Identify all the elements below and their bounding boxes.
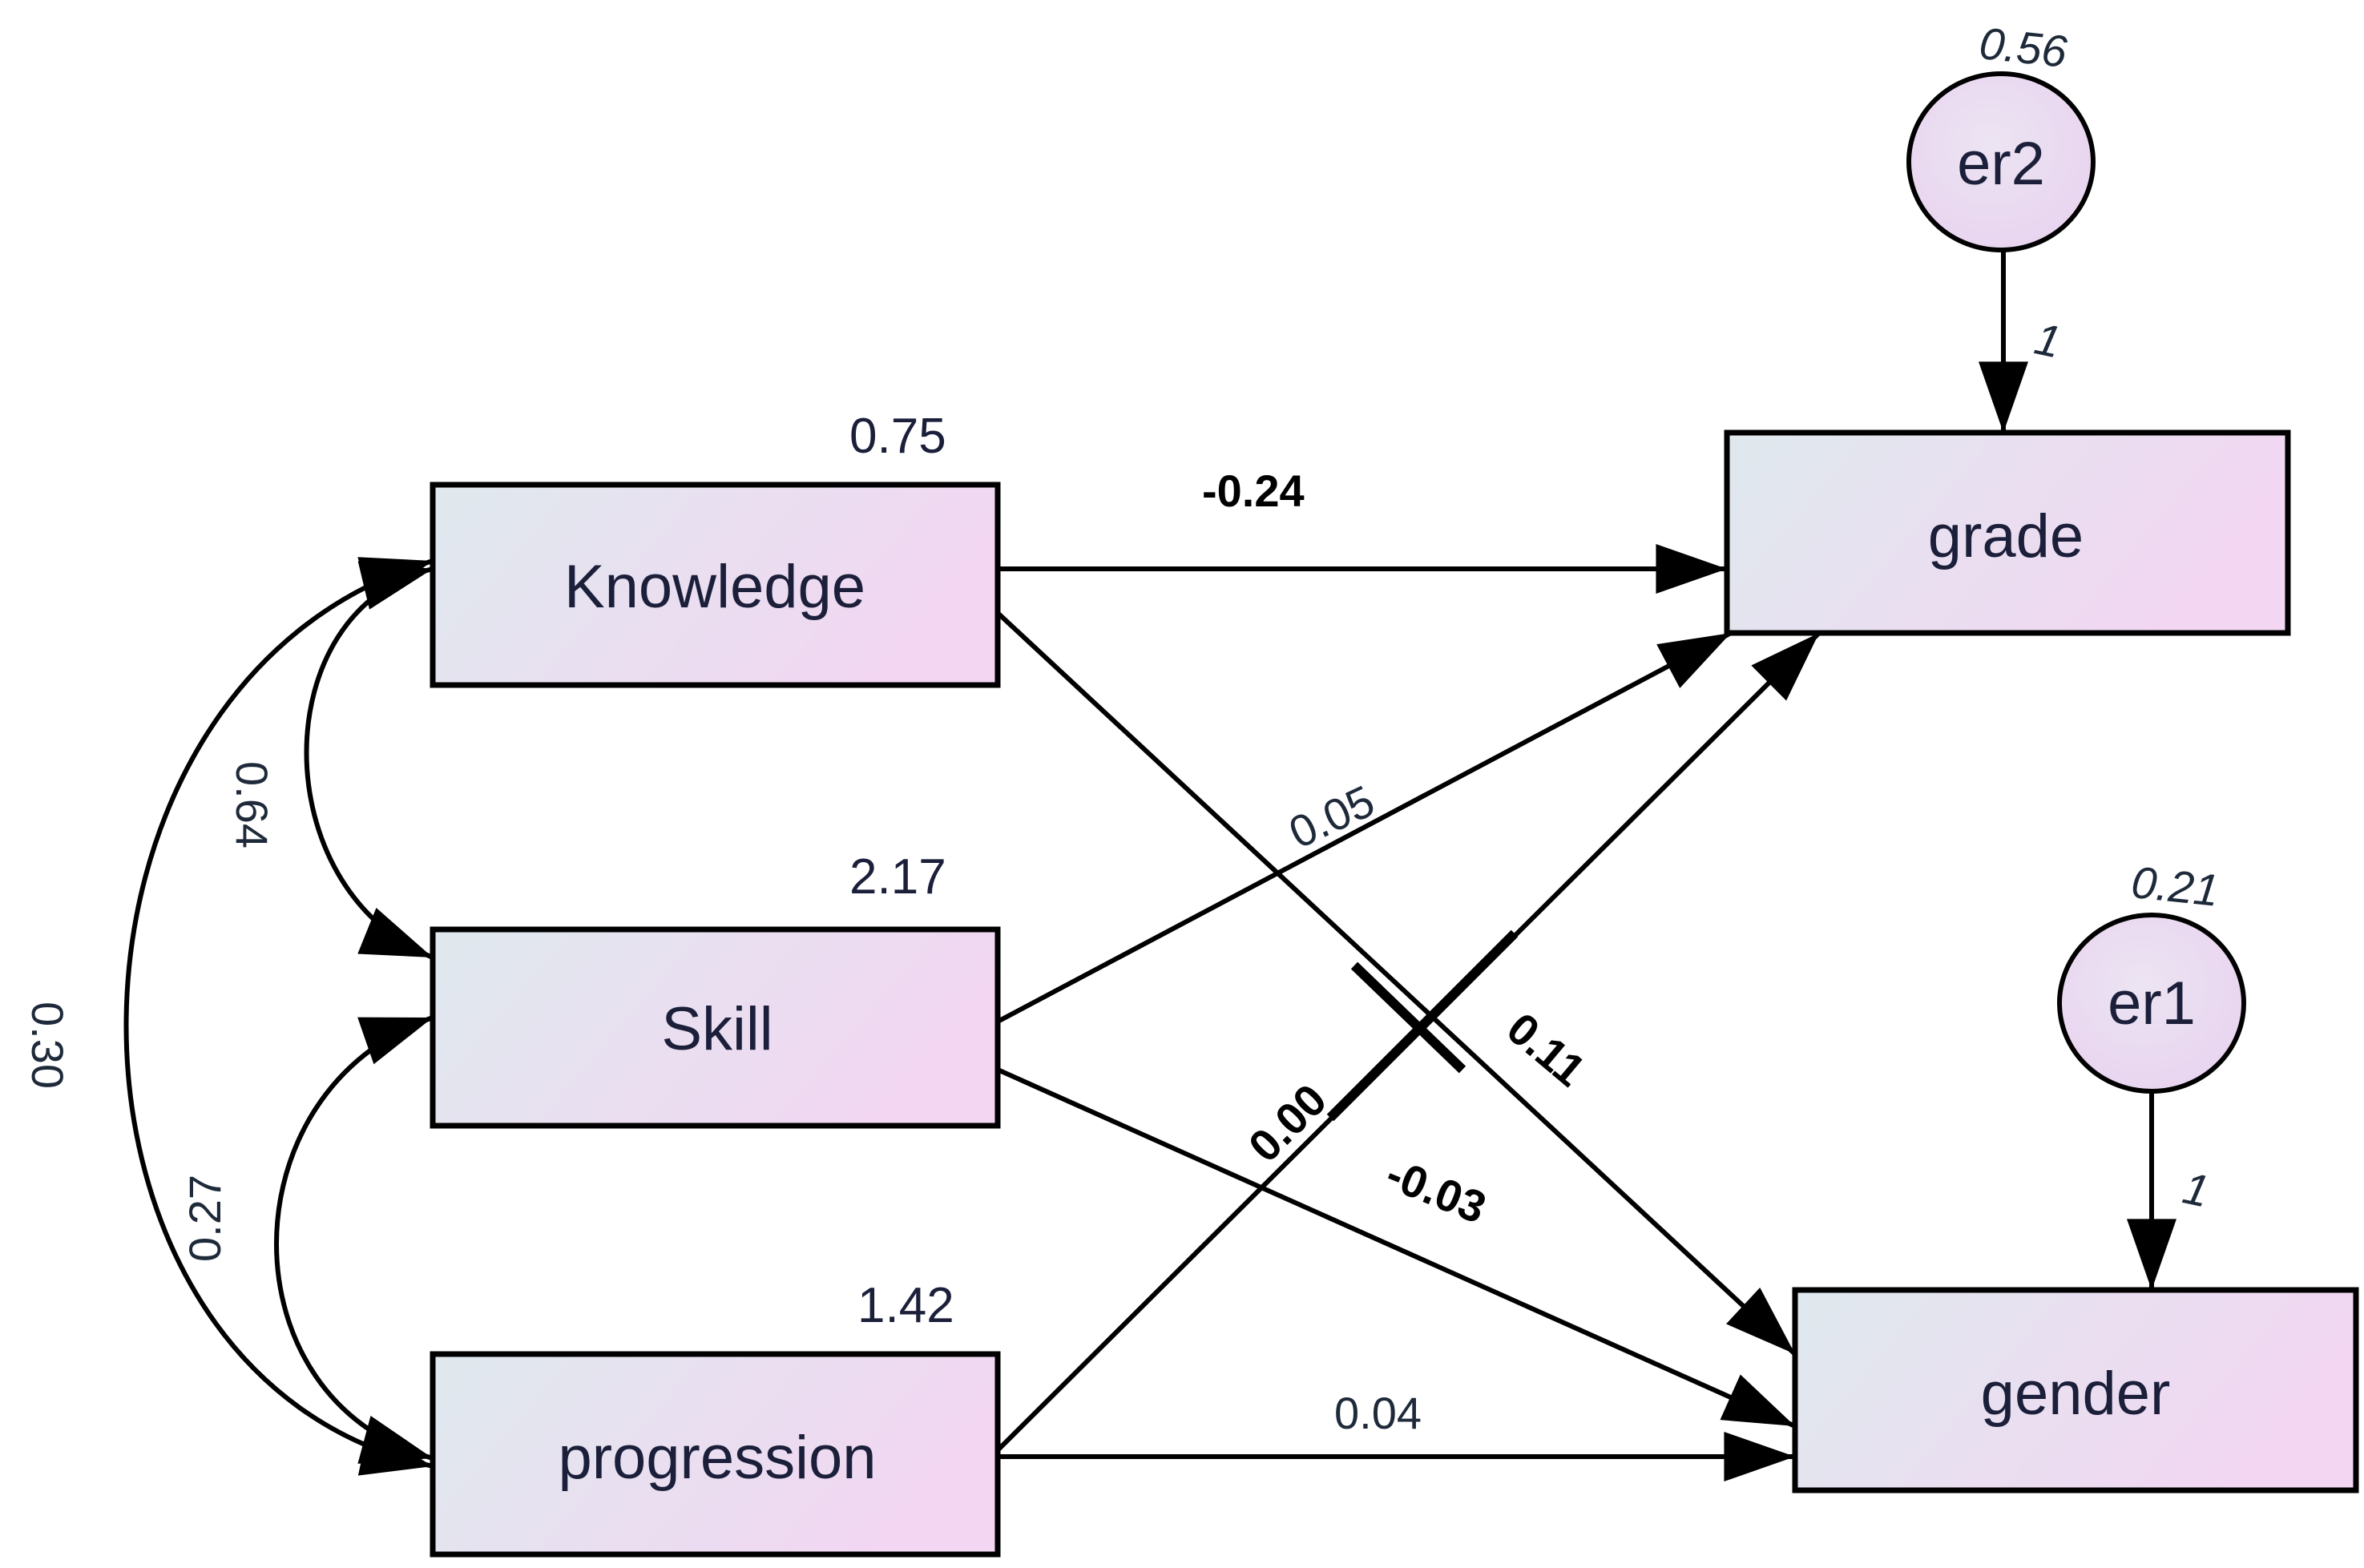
- node-knowledge: Knowledge: [430, 482, 1001, 688]
- coef-er1-gender: 1: [2179, 1163, 2214, 1217]
- coef-knowledge-grade: -0.24: [1202, 466, 1305, 516]
- gender-label: gender: [1981, 1360, 2171, 1428]
- variance-progression: 1.42: [857, 1278, 954, 1333]
- node-grade: grade: [1724, 429, 2291, 636]
- node-gender: gender: [1792, 1287, 2359, 1493]
- variance-er1: 0.21: [2129, 857, 2221, 916]
- covariance-knowledge-progression: [123, 557, 434, 1476]
- coef-knowledge-gender: 0.11: [1498, 1002, 1595, 1095]
- coef-progression-gender: 0.04: [1334, 1388, 1422, 1438]
- er2-label: er2: [1957, 130, 2045, 198]
- node-er2: er2: [1906, 71, 2096, 252]
- covariance-knowledge-skill: [304, 561, 434, 960]
- skill-label: Skill: [661, 995, 773, 1063]
- coef-progression-grade: 0.00: [1239, 1074, 1337, 1172]
- coef-skill-gender: -0.03: [1379, 1148, 1493, 1233]
- variance-knowledge: 0.75: [849, 409, 946, 464]
- cov-knowledge-progression: 0.30: [22, 1002, 73, 1089]
- er1-label: er1: [2108, 969, 2196, 1038]
- path-knowledge-gender: [995, 611, 1797, 1356]
- knowledge-label: Knowledge: [564, 553, 865, 621]
- coef-er2-grade: 1: [2031, 313, 2066, 368]
- node-progression: progression: [430, 1351, 1001, 1558]
- cov-skill-progression: 0.27: [180, 1175, 230, 1262]
- path-skill-gender: [996, 1067, 1797, 1429]
- variance-er2: 0.56: [1977, 18, 2070, 77]
- progression-label: progression: [558, 1424, 876, 1492]
- node-skill: Skill: [430, 926, 1001, 1129]
- grade-label: grade: [1928, 502, 2084, 570]
- covariance-skill-progression: [274, 1015, 434, 1464]
- variance-skill: 2.17: [849, 849, 946, 905]
- node-er1: er1: [2057, 913, 2246, 1094]
- path-skill-grade: [996, 631, 1733, 1024]
- cov-knowledge-skill: 0.64: [227, 761, 277, 848]
- crossing-mark: [1326, 929, 1519, 1122]
